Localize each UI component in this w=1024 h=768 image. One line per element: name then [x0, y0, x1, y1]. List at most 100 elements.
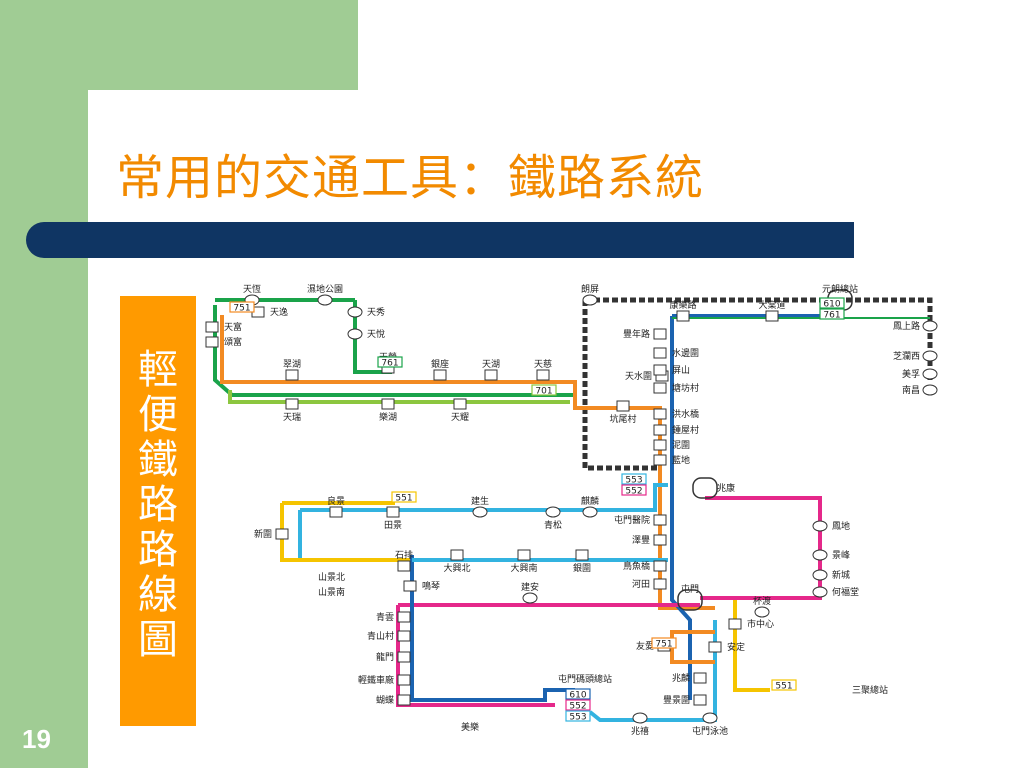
- station-meile: 美樂: [461, 721, 479, 733]
- station-name: 藍地: [672, 454, 690, 466]
- station-name: 坑尾村: [609, 413, 636, 425]
- station-marker: [285, 369, 299, 381]
- station-marker: [484, 369, 498, 381]
- station-tianyao: 天耀: [451, 398, 469, 423]
- route-number-r751b: 751: [651, 637, 677, 650]
- side-label-char: 圖: [138, 617, 178, 663]
- station-songfu: 頌富: [205, 336, 242, 348]
- station-name: 良景: [327, 495, 345, 507]
- station-name: 屏山: [672, 365, 690, 376]
- station-name: 鳴琴: [422, 580, 440, 592]
- station-marker: [653, 328, 667, 340]
- station-fengwulu: 豐年路: [623, 328, 667, 340]
- station-kengweicun: 坑尾村: [609, 400, 637, 425]
- station-marker: [386, 506, 400, 518]
- station-tuenmun: 屯門: [677, 583, 703, 611]
- station-marker: [397, 694, 411, 706]
- station-marker: [397, 611, 411, 623]
- route-number-r701: 701: [531, 384, 557, 397]
- station-marker: [653, 560, 667, 572]
- station-lehu: 樂湖: [379, 398, 397, 423]
- route-number-box: [391, 491, 417, 503]
- route-number-box: [621, 484, 647, 496]
- station-name: 銀圍: [573, 562, 591, 574]
- route-number-text: 751: [655, 640, 672, 650]
- route-lines: [213, 297, 933, 722]
- route-blue-line: [670, 314, 830, 700]
- interchange-marker: [677, 589, 703, 611]
- side-label-char: 便: [138, 392, 178, 438]
- route-number-r551a: 551: [391, 491, 417, 504]
- route-number-box: [771, 679, 797, 691]
- station-name: 南昌: [902, 384, 920, 396]
- station-tmhospital: 屯門醫院: [614, 514, 667, 526]
- station-tianci: 天慈: [534, 358, 552, 381]
- station-pingshan: 屏山: [653, 364, 690, 376]
- station-name: 濕地公園: [307, 283, 343, 295]
- sidebar-band: [0, 0, 88, 768]
- station-marker: [329, 506, 343, 518]
- station-name: 天慈: [534, 358, 552, 370]
- stop-marker: [347, 306, 363, 318]
- route-number-text: 553: [625, 476, 642, 486]
- station-name: 蝴蝶: [376, 694, 394, 706]
- station-name: 新圍: [254, 528, 272, 540]
- route-number-r751a: 751: [229, 301, 255, 314]
- station-marker: [616, 400, 630, 412]
- route-number-text: 610: [823, 300, 840, 310]
- station-zhaoqiao: 兆禧: [631, 712, 649, 737]
- route-orange-line: [220, 315, 715, 610]
- route-number-text: 751: [233, 304, 250, 314]
- station-name: 屯門碼頭總站: [558, 673, 612, 685]
- side-label-char: 路: [138, 527, 178, 573]
- station-marker: [653, 514, 667, 526]
- station-name: 天富: [224, 321, 242, 333]
- station-name: 天秀: [367, 306, 385, 318]
- station-tianfu: 天富: [205, 321, 242, 333]
- route-number-r610a: 610: [819, 297, 845, 310]
- station-name: 天悅: [367, 328, 385, 340]
- station-marker: [653, 364, 667, 376]
- station-name: 屯門: [681, 583, 699, 595]
- station-fengdi: 鳳地: [812, 520, 850, 532]
- station-name: 輕鐵車廠: [358, 674, 394, 686]
- route-number-text: 552: [569, 702, 586, 712]
- station-tangfangcun: 塘坊村: [653, 382, 699, 394]
- station-yinzuo: 銀座: [431, 358, 449, 381]
- station-name: 大興南: [510, 562, 537, 574]
- route-number-text: 761: [381, 359, 398, 369]
- station-marker: [285, 398, 299, 410]
- station-name: 天瑞: [283, 411, 301, 423]
- station-name: 青山村: [367, 630, 394, 642]
- interchange-marker: [692, 477, 718, 499]
- station-tmswim: 屯門泳池: [692, 712, 728, 737]
- stop-marker: [702, 712, 718, 724]
- route-yellow-south-line: [733, 600, 770, 692]
- station-name: 豐景圍: [663, 695, 690, 706]
- station-marker: [728, 618, 742, 630]
- station-shifu: 石排: [395, 549, 413, 572]
- route-number-text: 551: [395, 494, 412, 504]
- stop-marker: [522, 592, 538, 604]
- station-name: 杯渡: [753, 595, 771, 607]
- station-name: 屯門泳池: [692, 725, 728, 737]
- station-name: 青松: [544, 519, 562, 531]
- stop-marker: [922, 384, 938, 396]
- station-daxingbei: 大興北: [443, 549, 471, 574]
- station-shanjingnan: 山景南: [318, 586, 345, 598]
- route-number-text: 551: [775, 682, 792, 692]
- station-daxiejie: 大棠道: [758, 299, 786, 322]
- station-tianyue: 天悅: [347, 328, 385, 340]
- route-number-r551b: 551: [771, 679, 797, 692]
- station-name: 頌富: [224, 336, 242, 348]
- station-tianjing: 田景: [384, 506, 402, 531]
- station-name: 洪水橋: [672, 408, 699, 420]
- station-name: 龍門: [376, 651, 394, 663]
- station-nanchang: 南昌: [902, 384, 938, 396]
- station-xinwei: 新圍: [254, 528, 289, 540]
- station-liangjing: 良景: [327, 495, 345, 518]
- stop-marker: [317, 294, 333, 306]
- station-name: 美孚: [902, 368, 920, 380]
- route-number-box: [819, 297, 845, 309]
- station-name: 何福堂: [832, 586, 859, 598]
